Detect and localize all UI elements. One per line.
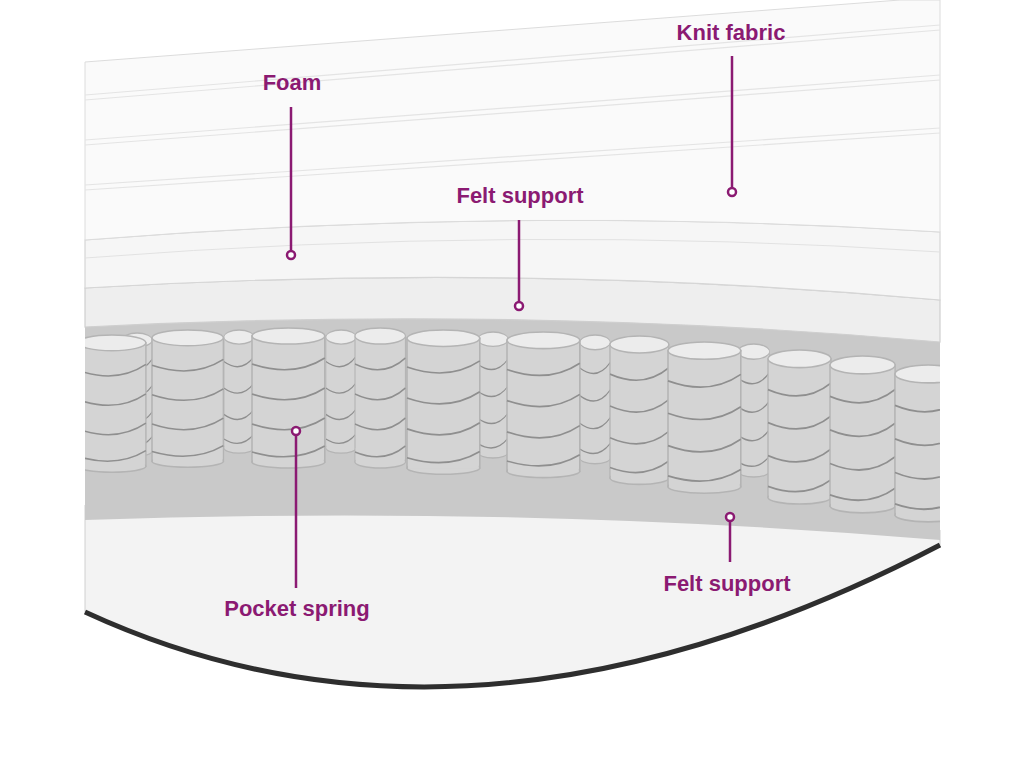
fabric-stitching [85,25,940,190]
callout-label: Knit fabric [677,20,786,46]
spring-cavity [85,318,940,540]
foam-line [85,239,940,258]
mattress-bottom-edge [85,545,940,687]
knit-fabric-top [85,0,940,240]
callout-label: Pocket spring [224,596,369,622]
callout-label: Felt support [456,183,583,209]
pocket-springs [78,328,962,522]
foam-layer [85,220,940,300]
callout-label: Felt support [663,571,790,597]
leader-lines [287,56,736,588]
callout-label: Foam [263,70,322,96]
